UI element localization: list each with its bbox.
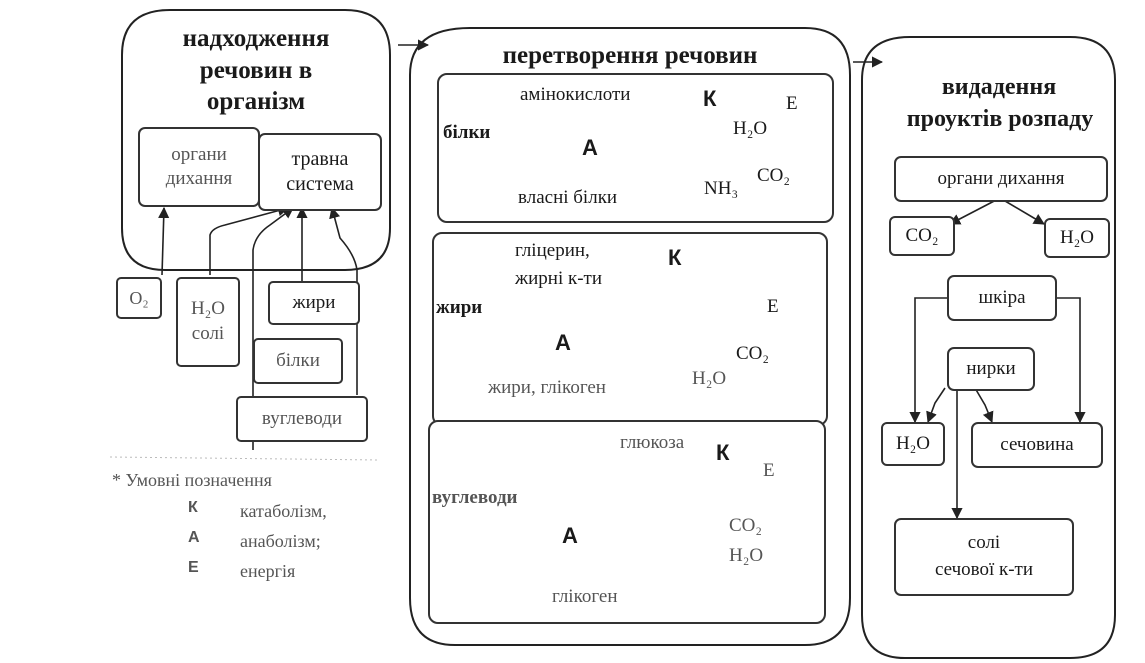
carbs-catabolism-k: К: [716, 440, 730, 465]
proteins-source: білки: [443, 122, 491, 143]
digestive-system-line1: травна: [291, 148, 349, 170]
respiratory-organs-line2: дихання: [165, 168, 233, 189]
proteins-nh3: NH₃: [704, 178, 739, 199]
water-salts-input-box: H₂O солі: [176, 277, 240, 367]
legend-a-label: анаболізм;: [240, 531, 321, 551]
proteins-input-label: білки: [276, 350, 320, 371]
excretion-respiratory-box: органи дихання: [894, 156, 1108, 202]
excretion-co2-label: CO₂: [905, 225, 939, 246]
carbs-input-label: вуглеводи: [261, 408, 343, 429]
excretion-water-label: H₂O: [895, 433, 931, 454]
carbs-source: вуглеводи: [432, 487, 518, 508]
fats-energy: Е: [767, 296, 779, 317]
skin-box: шкіра: [947, 275, 1057, 321]
legend-e-label: енергія: [240, 561, 296, 581]
legend-k-label: катаболізм,: [240, 501, 327, 521]
excretion-title-line1: видадення: [941, 74, 1057, 100]
fats-input-box: жири: [268, 281, 360, 325]
amino-acids-label: амінокислоти: [520, 84, 631, 105]
proteins-transform-block: [437, 73, 834, 223]
fats-co2: CO₂: [736, 343, 770, 364]
salts-label: солі: [191, 323, 225, 344]
urea-label: сечовина: [1000, 434, 1074, 455]
excretion-h2o-label: H₂O: [1059, 227, 1095, 248]
proteins-anabolism-a: А: [582, 135, 598, 160]
kidneys-box: нирки: [947, 347, 1035, 391]
uric-acid-salts-box: солі сечової к-ти: [894, 518, 1074, 596]
oxygen-input-box: O₂: [116, 277, 162, 319]
fats-glycogen-label: жири, глікоген: [488, 377, 606, 398]
carbs-anabolism-a: А: [562, 523, 578, 548]
excretion-h2o-box: H₂O: [1044, 218, 1110, 258]
carbs-glycogen-label: глікоген: [552, 586, 618, 607]
excretion-co2-box: CO₂: [889, 216, 955, 256]
intake-title-line3: організм: [206, 88, 306, 115]
proteins-catabolism-k: К: [703, 86, 717, 111]
fats-water: H₂O: [692, 368, 727, 389]
fats-source: жири: [436, 297, 483, 318]
legend-k-symbol: К: [188, 499, 198, 516]
urea-box: сечовина: [971, 422, 1103, 468]
intake-panel: [121, 9, 391, 271]
fats-catabolism-k: К: [668, 245, 682, 270]
fats-anabolism-a: А: [555, 330, 571, 355]
uric-acid-salts-line2: сечової к-ти: [934, 559, 1034, 580]
legend-title: * Умовні позначення: [112, 470, 272, 490]
excretion-water-box: H₂O: [881, 422, 945, 466]
oxygen-label: O₂: [129, 287, 149, 308]
carbs-input-box: вуглеводи: [236, 396, 368, 442]
legend-a-symbol: А: [188, 529, 200, 546]
transform-title: перетворення речовин: [502, 42, 758, 69]
carbs-energy: Е: [763, 460, 775, 481]
proteins-energy: Е: [786, 93, 798, 114]
intake-title-line1: надходження: [182, 25, 330, 52]
uric-acid-salts-line1: солі: [967, 532, 1001, 554]
excretion-title-line2: проуктів розпаду: [906, 106, 1094, 132]
carbs-water: H₂O: [729, 545, 764, 566]
skin-label: шкіра: [978, 287, 1026, 308]
water-label: H₂O: [190, 298, 226, 320]
respiratory-organs-box: органи дихання: [138, 127, 260, 207]
fats-input-label: жири: [292, 292, 336, 313]
carbs-co2: CO₂: [729, 515, 763, 536]
proteins-co2: CO₂: [757, 165, 791, 186]
proteins-input-box: білки: [253, 338, 343, 384]
carbs-transform-block: [428, 420, 826, 624]
transform-panel: [409, 27, 851, 646]
intake-title-line2: речовин в: [199, 57, 313, 84]
own-proteins-label: власні білки: [518, 187, 618, 208]
digestive-system-line2: система: [286, 173, 354, 195]
excretion-respiratory-label: органи дихання: [937, 168, 1065, 189]
digestive-system-box: травна система: [258, 133, 382, 211]
fatty-acids-label: жирні к-ти: [515, 268, 603, 289]
legend-e-symbol: Е: [188, 559, 199, 576]
glycerol-label: гліцерин,: [515, 240, 590, 261]
kidneys-label: нирки: [966, 358, 1016, 379]
glucose-label: глюкоза: [620, 432, 685, 453]
excretion-panel: [861, 36, 1116, 659]
respiratory-organs-line1: органи: [171, 144, 227, 166]
proteins-water: H₂O: [733, 118, 768, 139]
